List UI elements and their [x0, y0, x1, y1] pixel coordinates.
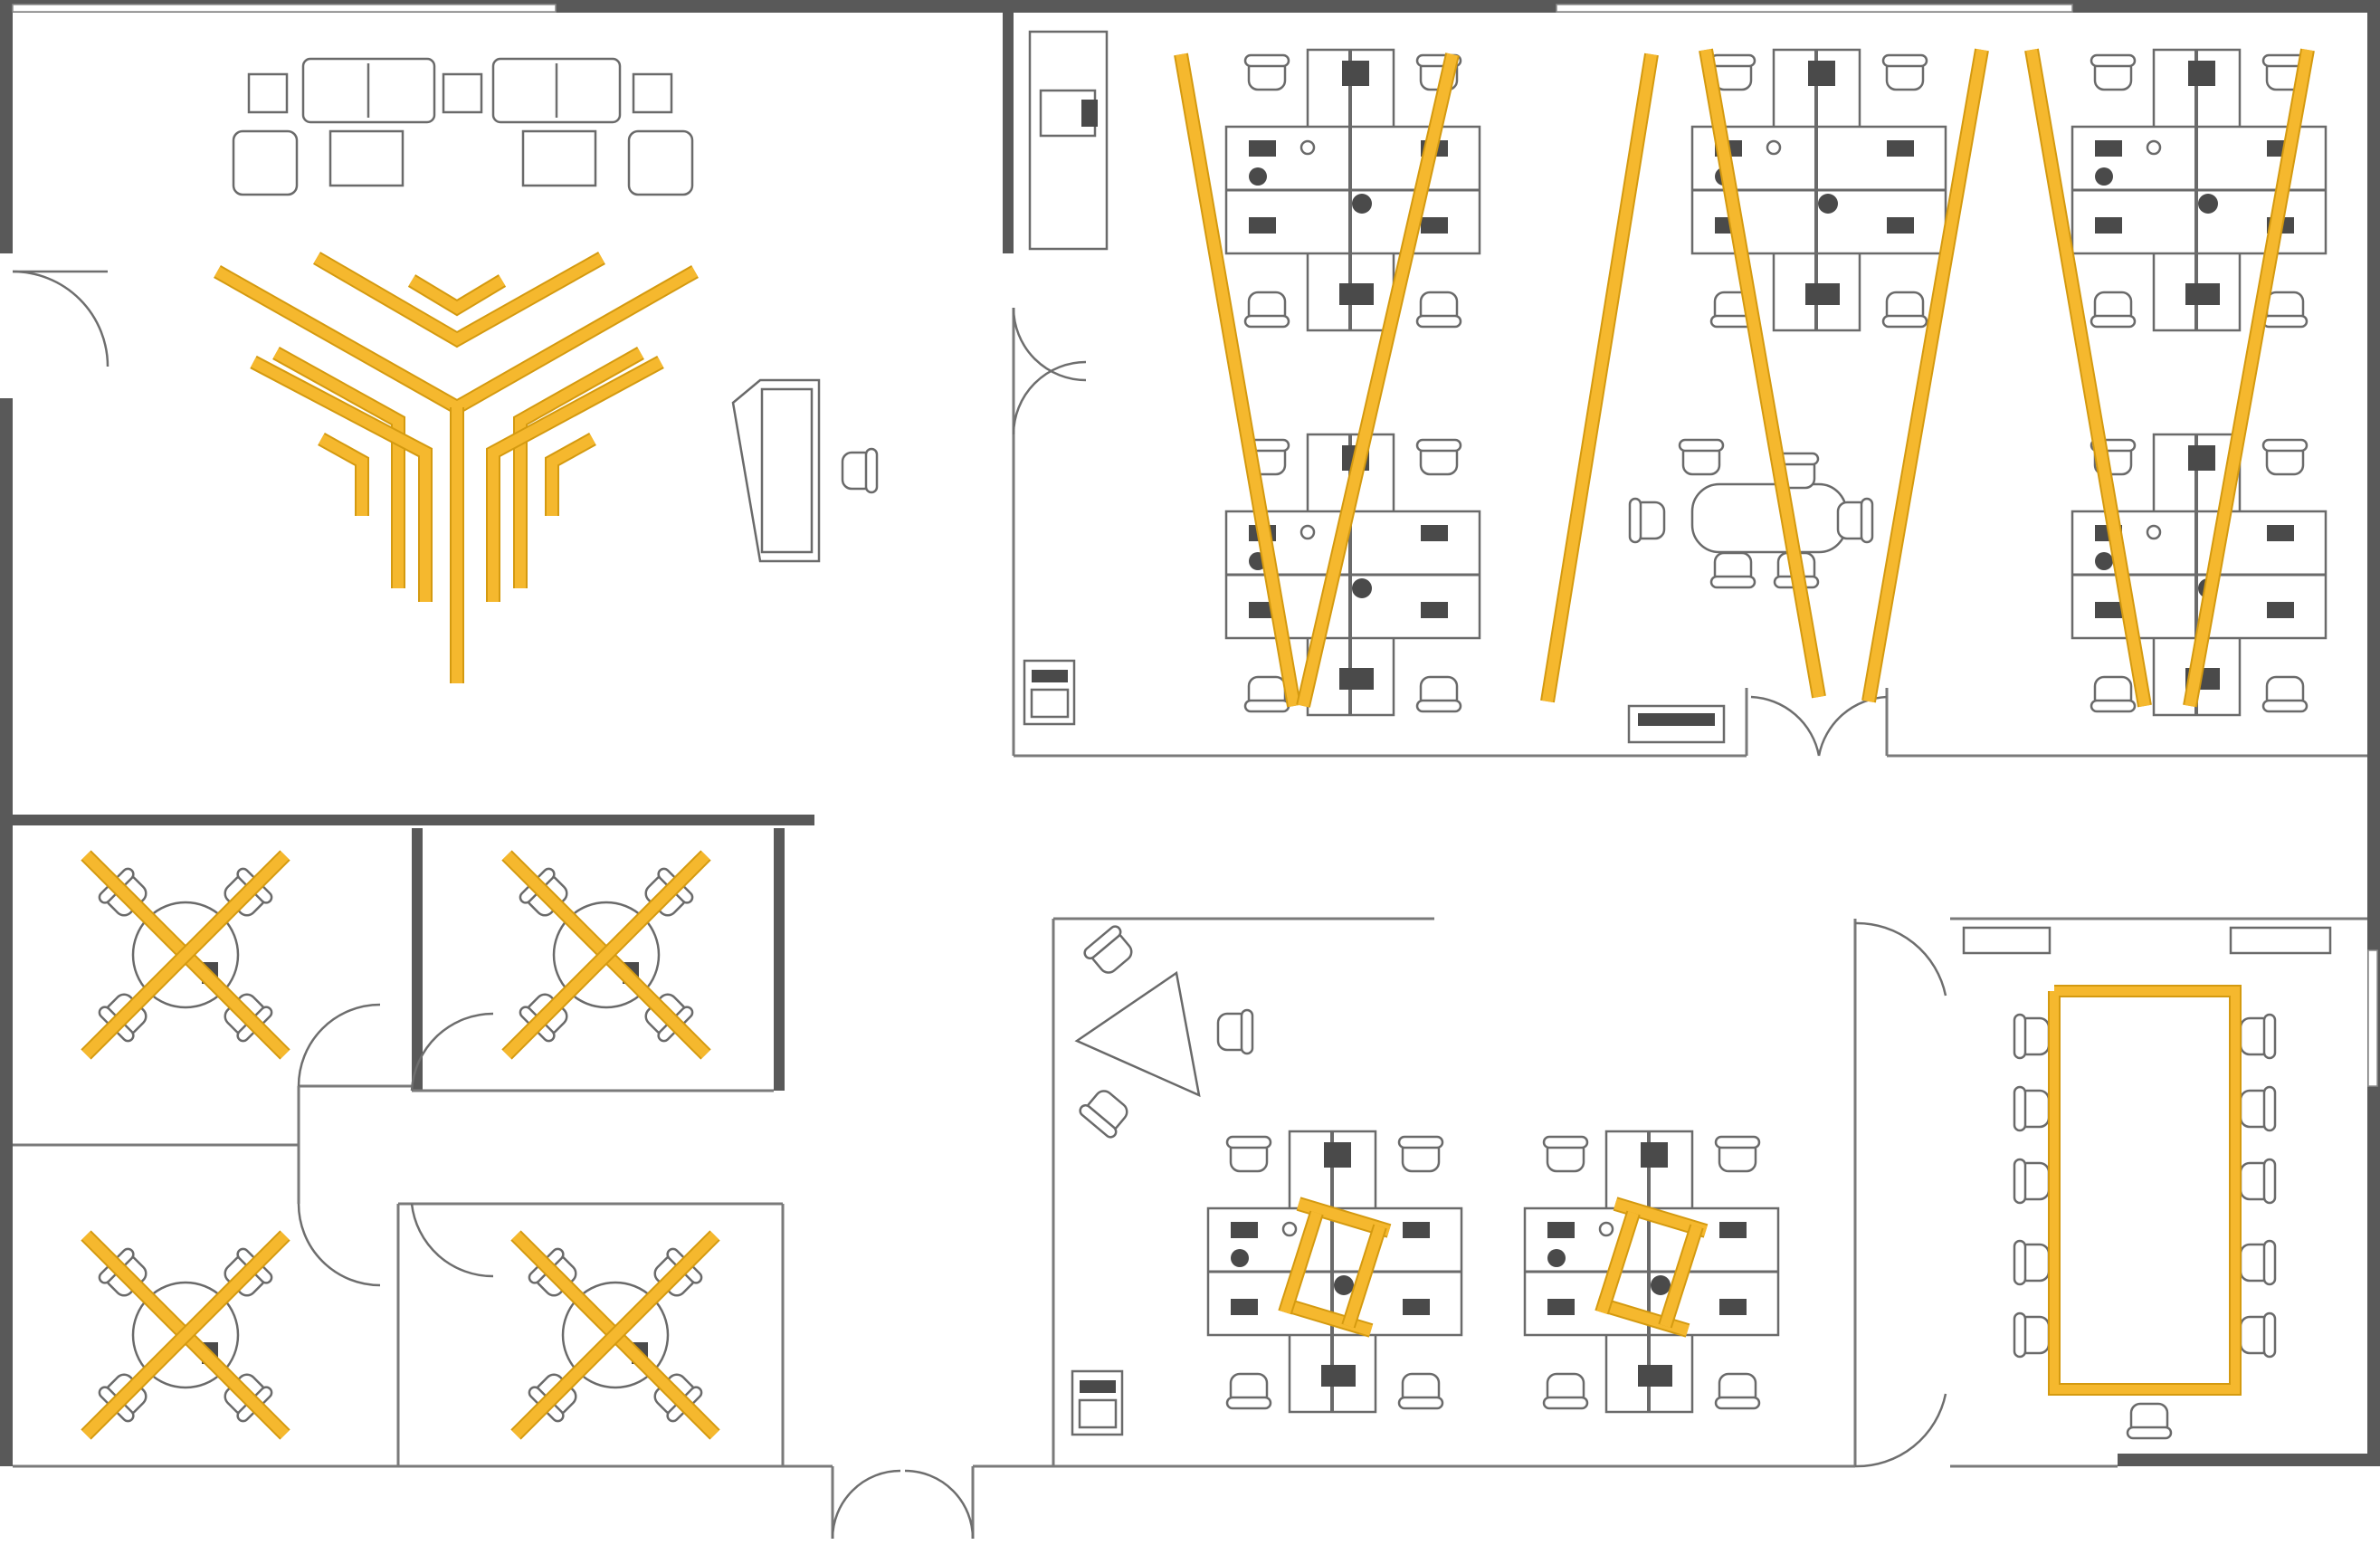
boardroom: [1962, 926, 2332, 1440]
diag-band-1: [1176, 52, 1299, 708]
chevron-band-7: [547, 434, 595, 516]
chevron-band-6: [515, 348, 643, 588]
h-band-0c: [1280, 1211, 1322, 1314]
h-band-1c: [1596, 1211, 1639, 1314]
exterior-walls: [0, 0, 2380, 1466]
diag-band-7: [2185, 48, 2313, 708]
door-swings: [12, 270, 1947, 1540]
diag-band-2: [1298, 52, 1458, 708]
chevron-band-5: [319, 434, 367, 516]
lobby-seating: [232, 57, 694, 196]
cross-band-0b: [81, 851, 290, 1059]
chevron-band-3: [408, 275, 506, 314]
diag-band-3: [1542, 53, 1657, 702]
boardroom-frame: [2050, 987, 2240, 1394]
h-band-1d: [1660, 1225, 1702, 1328]
diag-band-4: [1700, 48, 1824, 699]
lounge-table-center: [1628, 438, 1874, 589]
printers: [1023, 659, 1726, 1436]
diag-band-6: [2026, 48, 2150, 708]
chevron-band-8: [251, 357, 431, 602]
chevron-band-2: [313, 253, 605, 346]
highlight-overlay: [81, 48, 2315, 1440]
chevron-band-4: [273, 348, 404, 588]
pantry-counter: [1028, 30, 1109, 251]
diag-band-5: [1863, 48, 1987, 703]
reception-desk: [731, 378, 879, 563]
cross-band-1b: [502, 851, 710, 1059]
triangle-lounge: [1074, 922, 1254, 1141]
h-band-0d: [1343, 1225, 1385, 1328]
cross-band-2b: [81, 1231, 290, 1439]
chevron-band-9: [488, 357, 663, 602]
cross-band-3b: [511, 1231, 719, 1439]
